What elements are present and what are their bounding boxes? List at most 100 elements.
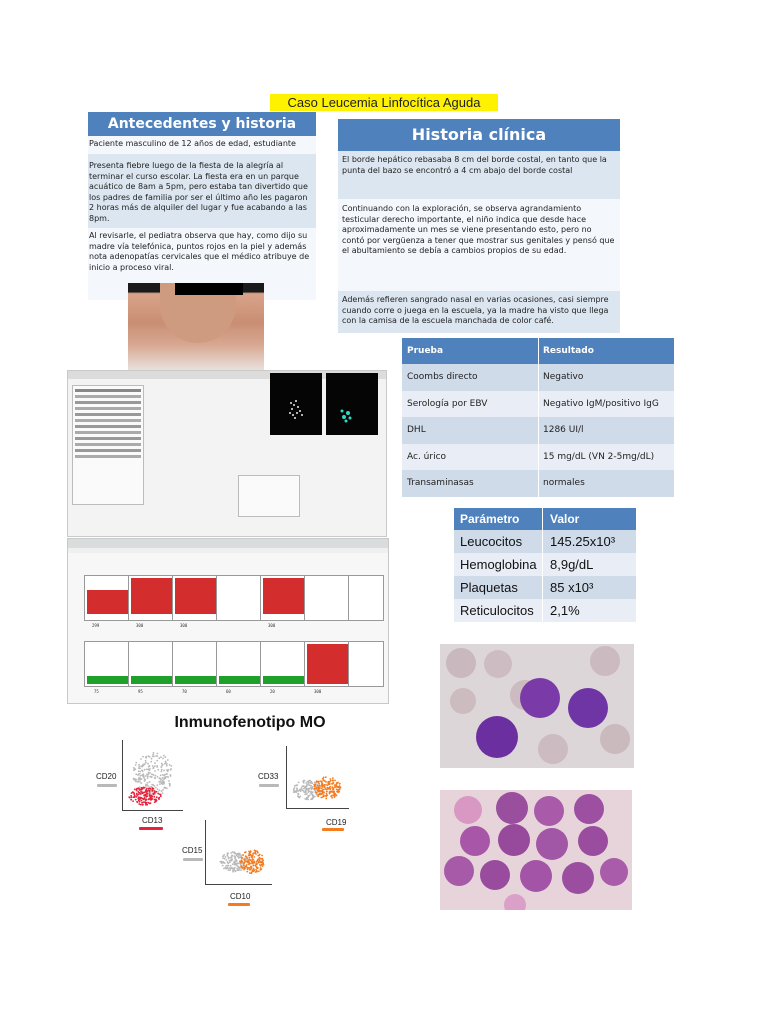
gray-event-dot xyxy=(231,858,233,861)
red-event-dot xyxy=(152,787,155,790)
gray-event-dot xyxy=(167,769,170,771)
gray-event-dot xyxy=(148,765,151,767)
orange-event-dot xyxy=(260,868,263,871)
gray-event-dot xyxy=(229,864,232,867)
orange-event-dot xyxy=(256,851,259,854)
wbc-baso-scattergram xyxy=(326,373,378,435)
param-cell: 85 x10³ xyxy=(542,576,636,599)
orange-event-dot xyxy=(334,793,337,796)
gray-event-dot xyxy=(229,869,231,872)
gray-event-dot xyxy=(148,781,151,783)
gray-event-dot xyxy=(156,788,159,791)
red-event-dot xyxy=(157,792,160,795)
orange-event-dot xyxy=(250,872,253,875)
red-event-dot xyxy=(148,789,151,792)
orange-event-dot xyxy=(338,782,341,785)
orange-event-dot xyxy=(331,794,333,797)
orange-event-dot xyxy=(320,796,323,799)
gray-event-dot xyxy=(140,765,143,767)
gray-event-dot xyxy=(237,865,240,868)
gray-event-dot xyxy=(158,777,161,779)
historia-paragraph-1: El borde hepático rebasaba 8 cm del bord… xyxy=(342,155,607,175)
gray-event-dot xyxy=(222,862,225,864)
gray-event-dot xyxy=(168,782,171,785)
gray-event-dot xyxy=(154,765,156,767)
gray-event-dot xyxy=(224,866,227,869)
gray-event-dot xyxy=(146,784,149,786)
gray-event-dot xyxy=(156,784,159,787)
gray-event-dot xyxy=(236,852,239,855)
orange-event-dot xyxy=(243,861,246,863)
alarm-value: 299 xyxy=(92,623,100,628)
orange-event-dot xyxy=(248,854,250,857)
alarm-bar xyxy=(84,575,133,621)
analyzer-tab-bar xyxy=(68,371,386,379)
red-event-dot xyxy=(139,796,142,799)
orange-event-dot xyxy=(326,788,328,790)
param-table-header: Parámetro Valor xyxy=(454,508,636,530)
gray-event-dot xyxy=(160,781,163,784)
gray-event-dot xyxy=(139,775,142,777)
gray-event-dot xyxy=(306,797,309,800)
red-event-dot xyxy=(136,800,138,803)
gray-event-dot xyxy=(297,781,300,784)
red-event-dot xyxy=(147,798,150,801)
alarm-value: 300 xyxy=(314,689,322,694)
orange-event-dot xyxy=(317,786,320,788)
page-title: Caso Leucemia Linfocítica Aguda xyxy=(270,94,498,111)
orange-event-dot xyxy=(253,860,256,863)
orange-event-dot xyxy=(317,790,320,793)
alarm-bar xyxy=(304,641,353,687)
gray-event-dot xyxy=(150,760,153,763)
gray-event-dot xyxy=(157,791,159,793)
gray-event-dot xyxy=(226,854,229,857)
blood-smear-micrograph-2 xyxy=(440,790,632,910)
orange-event-dot xyxy=(326,784,329,787)
gray-event-dot xyxy=(168,764,171,766)
orange-event-dot xyxy=(243,868,246,871)
gray-event-dot xyxy=(227,864,230,867)
orange-event-dot xyxy=(325,781,327,783)
alarm-bar xyxy=(216,575,265,621)
orange-event-dot xyxy=(249,859,251,862)
red-event-dot xyxy=(153,795,156,798)
gray-event-dot xyxy=(144,784,147,787)
gray-event-dot xyxy=(166,759,169,761)
orange-event-dot xyxy=(335,785,338,787)
orange-event-dot xyxy=(244,859,246,862)
orange-event-dot xyxy=(338,785,341,787)
gray-event-dot xyxy=(158,789,161,792)
gray-event-dot xyxy=(226,861,229,863)
axis-label-cd15: CD15 xyxy=(182,846,203,855)
orange-event-dot xyxy=(257,858,260,861)
orange-event-dot xyxy=(248,863,250,866)
red-event-dot xyxy=(132,800,134,802)
orange-event-dot xyxy=(323,784,325,787)
red-event-dot xyxy=(143,797,146,799)
orange-event-dot xyxy=(241,860,244,863)
orange-event-dot xyxy=(315,781,318,783)
alarm-bar xyxy=(128,575,177,621)
red-event-dot xyxy=(139,803,142,806)
gray-event-dot xyxy=(240,854,242,857)
red-event-dot xyxy=(130,796,133,799)
gray-event-dot xyxy=(149,792,152,794)
gray-event-dot xyxy=(237,862,240,865)
orange-event-dot xyxy=(328,783,331,785)
gray-event-dot xyxy=(162,757,164,760)
gray-event-dot xyxy=(303,791,306,794)
gray-event-dot xyxy=(151,755,154,758)
gray-event-dot xyxy=(138,767,140,770)
gray-event-dot xyxy=(238,856,240,859)
gray-event-dot xyxy=(300,787,303,789)
lab-cell: 15 mg/dL (VN 2-5mg/dL) xyxy=(538,443,674,470)
gray-event-dot xyxy=(160,768,163,771)
orange-event-dot xyxy=(331,786,334,789)
alarm-value: 95 xyxy=(138,689,143,694)
gray-event-dot xyxy=(222,855,225,857)
gray-event-dot xyxy=(307,781,310,783)
red-event-dot xyxy=(135,789,138,791)
gray-event-dot xyxy=(154,786,157,789)
